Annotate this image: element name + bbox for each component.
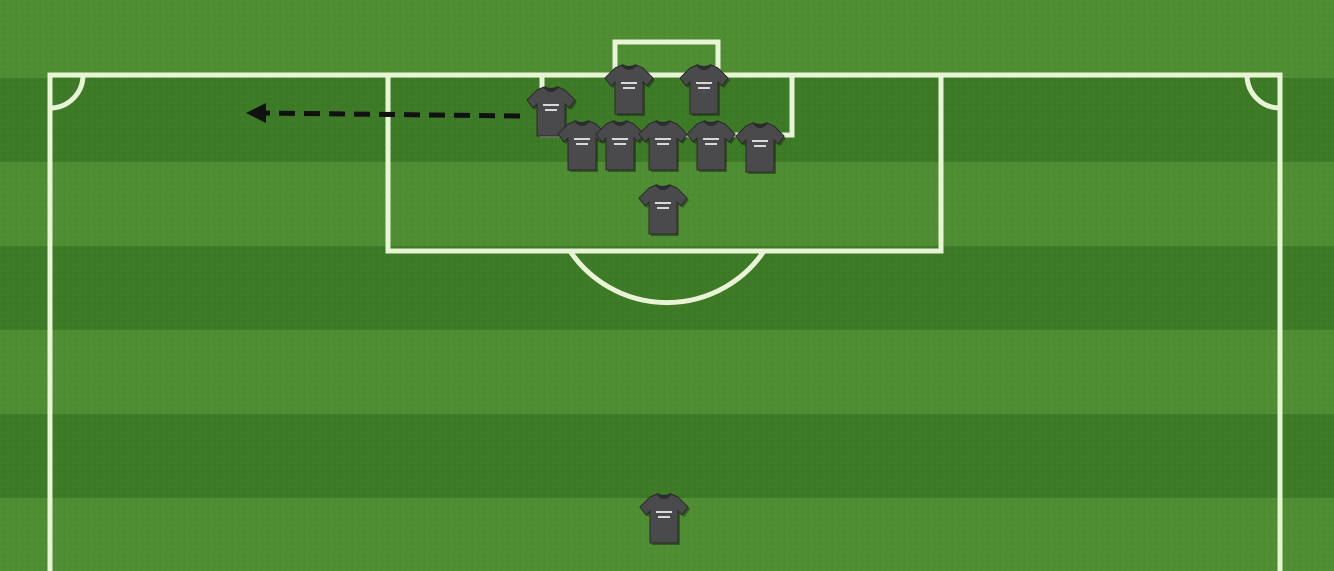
football-pitch (0, 0, 1334, 571)
set-piece-diagram (0, 0, 1334, 571)
grass-texture (0, 0, 1334, 571)
